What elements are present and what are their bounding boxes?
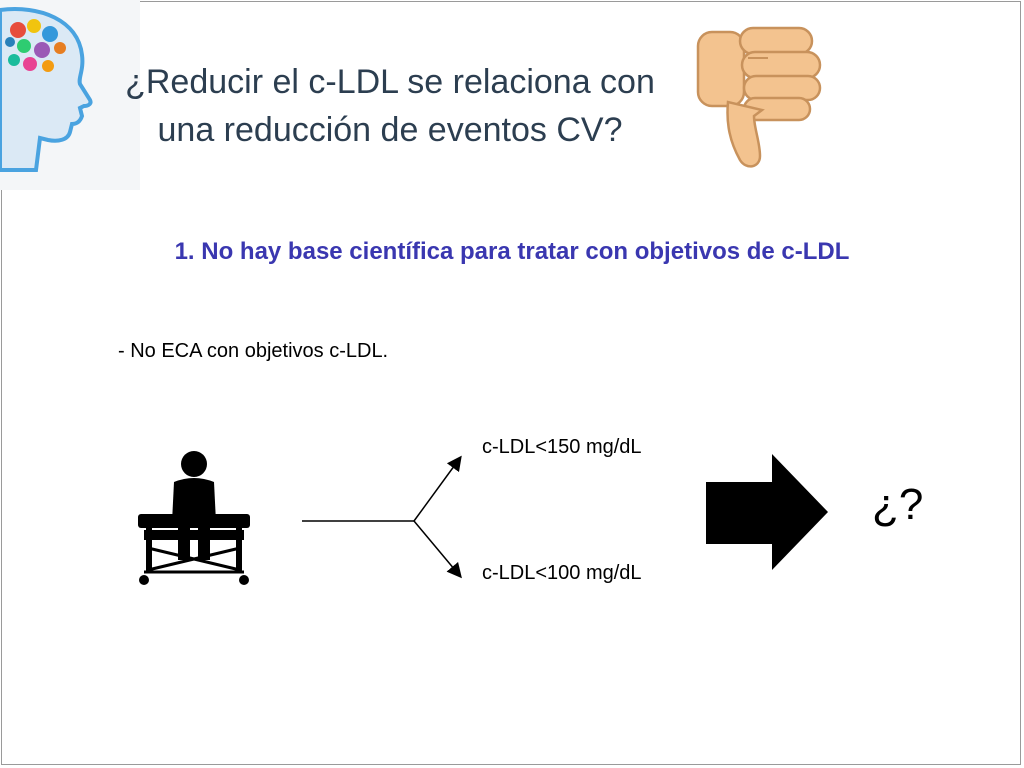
thumbs-down-icon [696, 26, 822, 168]
right-arrow-icon [706, 454, 828, 570]
section-heading: 1. No hay base científica para tratar co… [174, 238, 850, 265]
branch-arrows [302, 455, 462, 579]
option-upper-label: c-LDL<150 mg/dL [482, 436, 642, 458]
brain-head-logo-icon [0, 0, 140, 190]
page-title: ¿Reducir el c-LDL se relaciona con una r… [70, 58, 710, 154]
patient-on-bed-icon [138, 451, 250, 585]
title-line-1: ¿Reducir el c-LDL se relaciona con [125, 63, 655, 101]
title-line-2: una reducción de eventos CV? [157, 111, 623, 149]
option-lower-label: c-LDL<100 mg/dL [482, 562, 642, 584]
bullet-text: - No ECA con objetivos c-LDL. [118, 340, 389, 362]
result-question: ¿? [872, 480, 924, 529]
